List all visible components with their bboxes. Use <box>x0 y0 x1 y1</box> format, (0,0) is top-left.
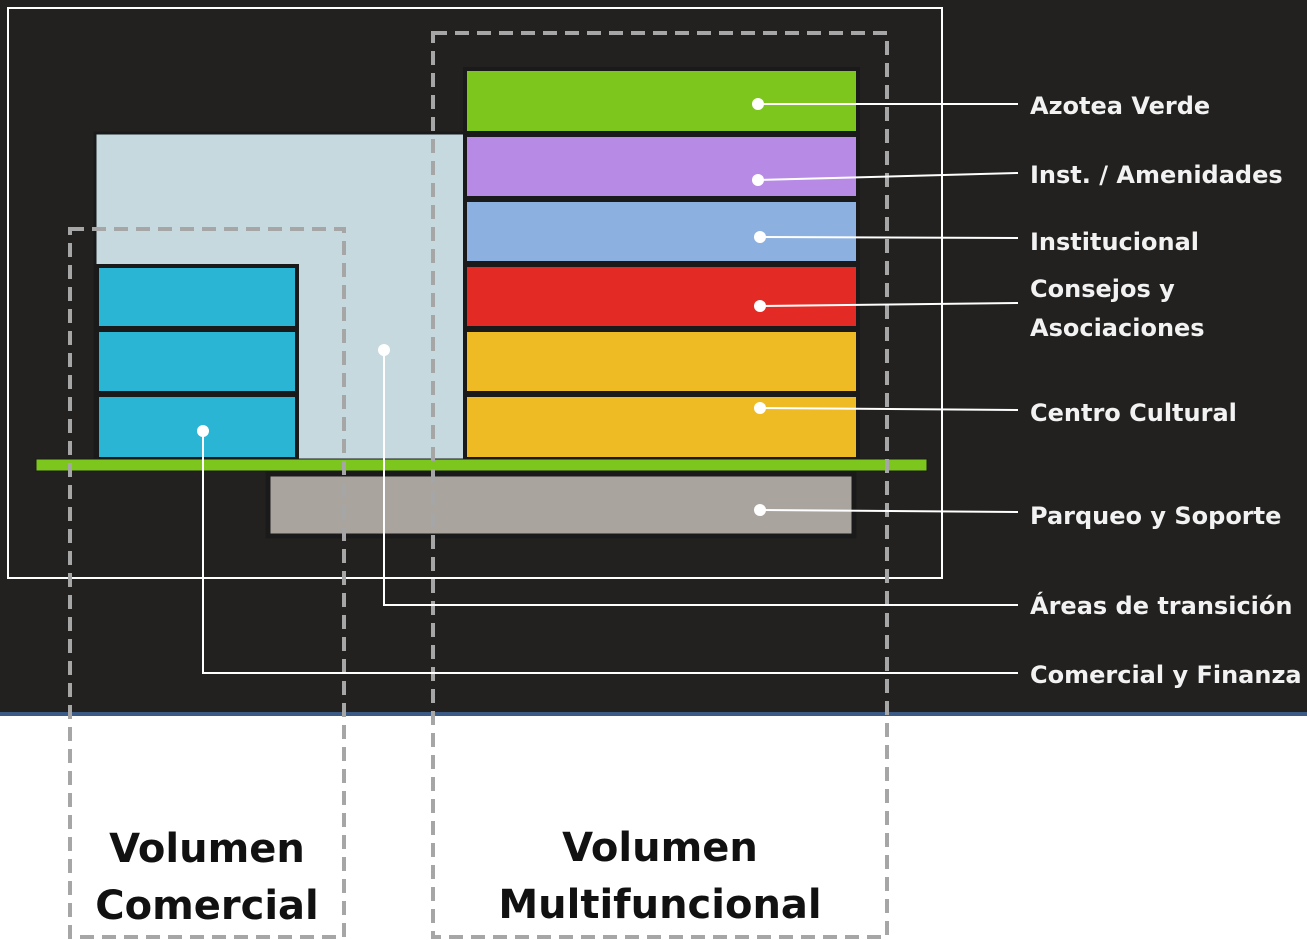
label-azotea: Azotea Verde <box>1030 92 1210 120</box>
volume-multifuncional-line1: Volumen <box>562 825 758 871</box>
dot-institucional <box>754 231 766 243</box>
label-transicion: Áreas de transición <box>1030 591 1292 620</box>
site-frame <box>7 7 943 579</box>
dot-cultural <box>754 402 766 414</box>
legend-labels: Azotea Verde Inst. / Amenidades Instituc… <box>1030 92 1302 689</box>
parking-level <box>265 471 857 539</box>
floor-institucional <box>463 198 860 265</box>
commercial-floor-1 <box>95 264 299 330</box>
ground-slab <box>35 458 928 472</box>
dot-comercial <box>197 425 209 437</box>
floor-consejos <box>463 263 860 330</box>
commercial-floor-3 <box>95 393 299 461</box>
dot-parqueo <box>754 504 766 516</box>
dot-transicion <box>378 344 390 356</box>
commercial-floors <box>95 264 299 461</box>
volume-comercial-outline <box>68 227 346 939</box>
leader-institucional <box>759 236 1019 239</box>
leader-lines <box>202 103 1019 674</box>
label-consejos-line2: Asociaciones <box>1030 314 1205 342</box>
leader-dots <box>197 98 766 516</box>
leader-consejos <box>759 302 1019 307</box>
label-comercial: Comercial y Finanza <box>1030 661 1302 689</box>
volume-multifuncional-line2: Multifuncional <box>498 882 821 928</box>
commercial-floor-2 <box>95 328 299 395</box>
label-consejos-line1: Consejos y <box>1030 275 1175 303</box>
volume-comercial-line2: Comercial <box>95 883 319 929</box>
dot-consejos <box>754 300 766 312</box>
floor-cultural-1 <box>463 328 860 395</box>
label-institucional: Institucional <box>1030 228 1199 256</box>
volume-captions: Volumen Comercial Volumen Multifuncional <box>95 825 821 929</box>
leader-transicion <box>383 350 1018 606</box>
panel-divider <box>0 712 1307 716</box>
floor-azotea <box>463 67 860 135</box>
leader-parqueo <box>759 509 1019 513</box>
volume-multifuncional-outline <box>431 31 889 939</box>
leader-comercial <box>202 431 1018 674</box>
floor-cultural-2 <box>463 393 860 461</box>
floor-amenidades <box>463 133 860 200</box>
tower-floors <box>463 67 860 461</box>
label-parqueo: Parqueo y Soporte <box>1030 502 1281 530</box>
leader-cultural <box>759 407 1019 411</box>
label-amenidades: Inst. / Amenidades <box>1030 161 1283 189</box>
dot-amenidades <box>752 174 764 186</box>
leader-amenidades <box>757 172 1019 181</box>
volume-comercial-line1: Volumen <box>109 826 305 872</box>
dot-azotea <box>752 98 764 110</box>
label-cultural: Centro Cultural <box>1030 399 1237 427</box>
